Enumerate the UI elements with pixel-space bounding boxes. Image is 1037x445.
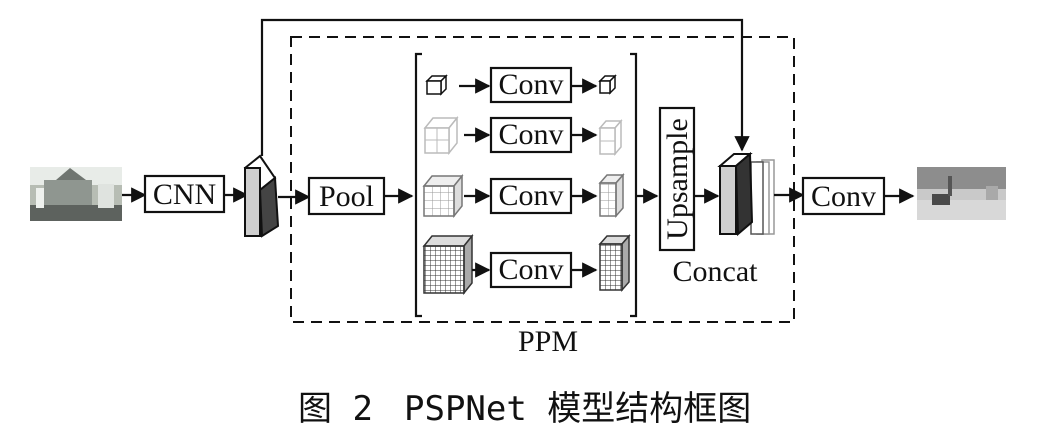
pooled-cube-6x6 (422, 233, 474, 296)
cnn-label: CNN (153, 178, 216, 211)
pool-box (307, 176, 386, 216)
branches-right-bracket (630, 52, 638, 318)
upsample-label: Upsample (661, 118, 694, 240)
branch-2: Conv (423, 115, 623, 157)
conv-label-4: Conv (498, 253, 563, 286)
input-image (30, 167, 122, 221)
skip-connection-arrow (260, 18, 750, 156)
conv-label-2: Conv (498, 118, 563, 151)
conv-box-1 (489, 66, 573, 104)
concat-label: Concat (673, 255, 759, 288)
output-cube-1x1 (598, 74, 617, 95)
output-cube-3x3 (598, 173, 625, 218)
output-segmentation-image (917, 167, 1006, 220)
branch-1: Conv (425, 66, 617, 104)
conv-label-1: Conv (498, 68, 563, 101)
conv-label-3: Conv (498, 179, 563, 212)
output-cube-6x6 (598, 234, 631, 292)
figure-number: 图 2 (298, 389, 373, 429)
feature-map-block (243, 154, 280, 238)
branch-3: Conv (422, 173, 625, 219)
pool-label: Pool (319, 180, 374, 213)
conv-out-label: Conv (811, 180, 876, 213)
ppm-label: PPM (518, 325, 578, 358)
output-cube-2x2 (598, 118, 623, 157)
cnn-box (143, 174, 226, 214)
pooled-cube-2x2 (423, 115, 459, 156)
pooled-cube-1x1 (425, 74, 448, 96)
pooled-cube-3x3 (422, 173, 464, 219)
branches-left-bracket (414, 52, 422, 318)
figure-title: PSPNet 模型结构框图 (404, 389, 751, 429)
conv-box-4 (489, 251, 573, 289)
concat-stack (717, 151, 775, 237)
upsample-box (658, 106, 696, 252)
branch-4: Conv (422, 233, 631, 296)
